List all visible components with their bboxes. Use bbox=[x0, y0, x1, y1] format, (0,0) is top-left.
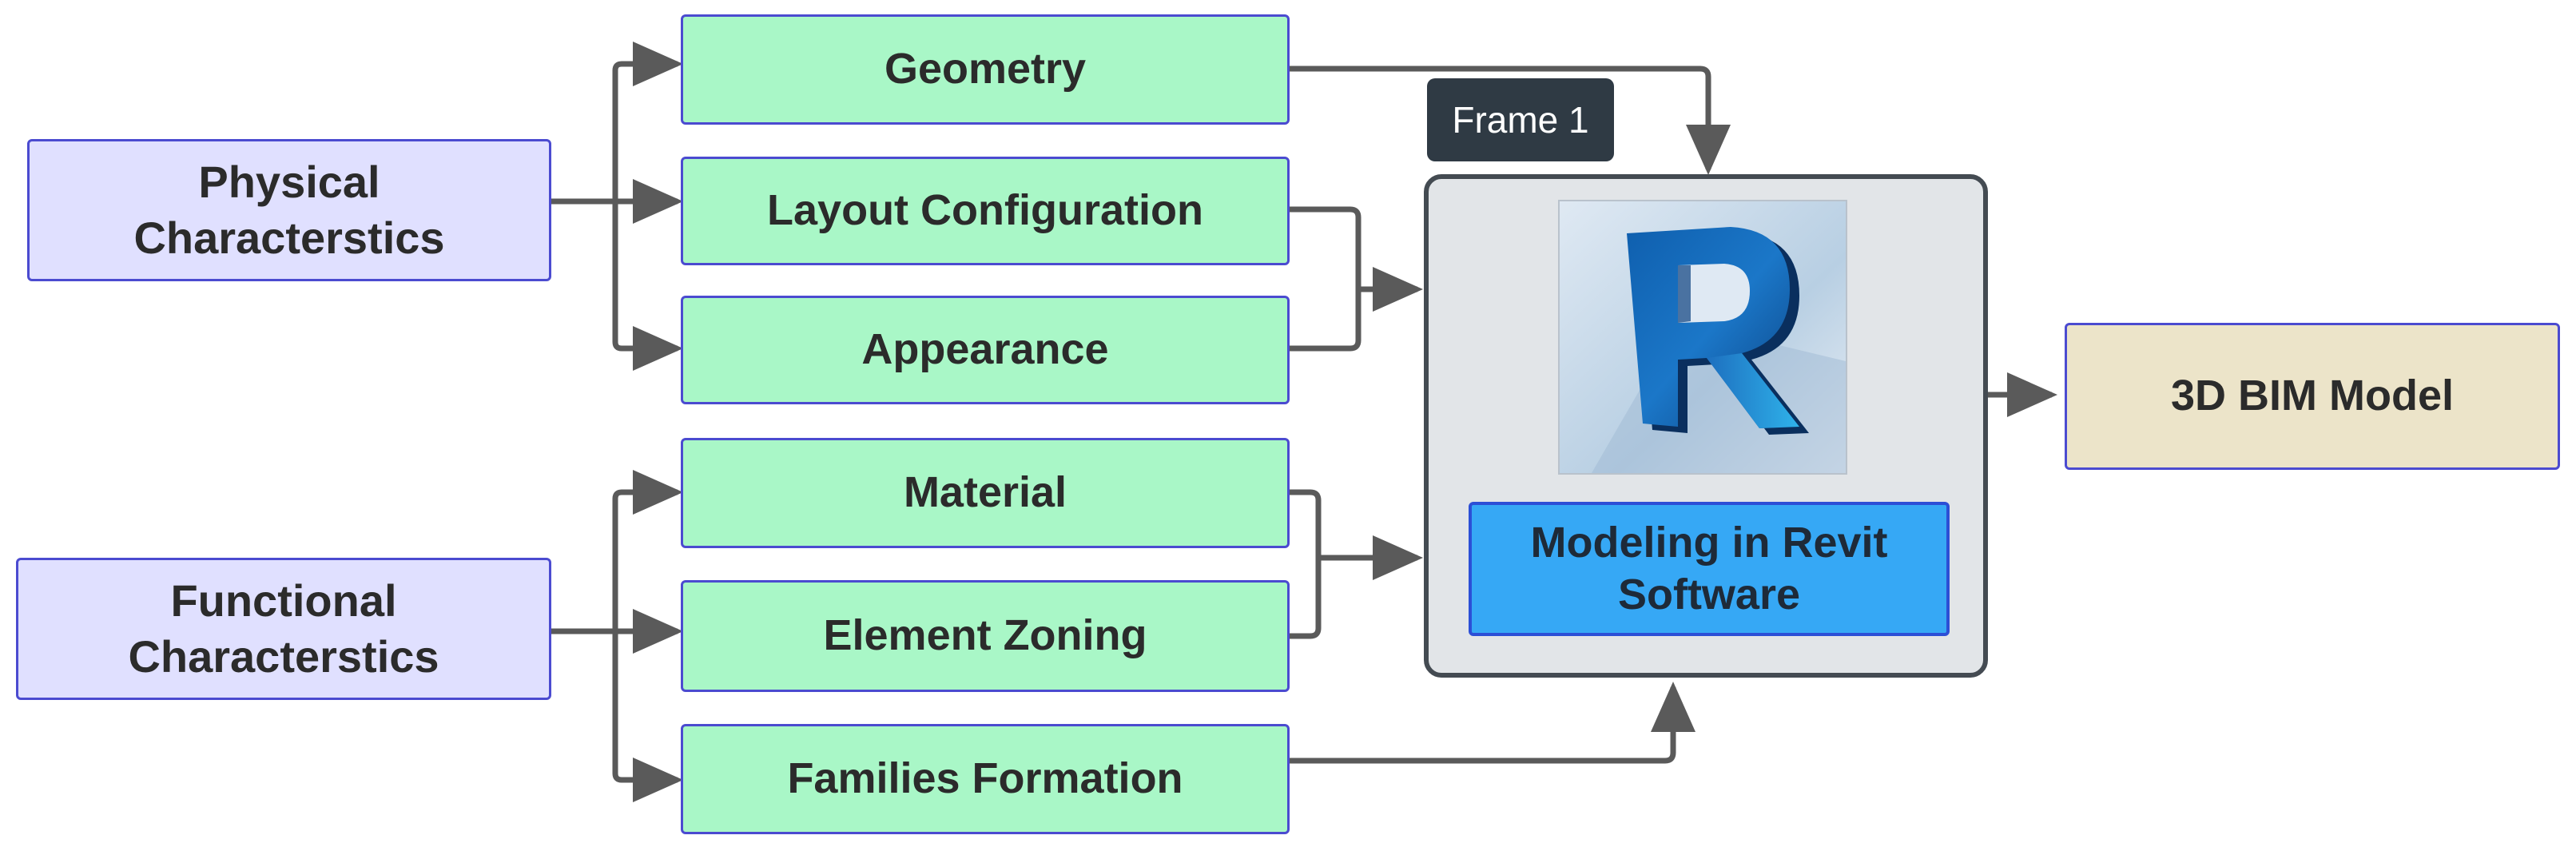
node-label: Layout Configuration bbox=[767, 186, 1203, 235]
arrow-families-frame bbox=[1290, 682, 1695, 764]
node-physical-characteristics[interactable]: Physical Characterstics bbox=[27, 139, 551, 281]
revit-modeling-label[interactable]: Modeling in Revit Software bbox=[1469, 502, 1950, 636]
arrow-functional-families bbox=[612, 631, 683, 802]
node-label: 3D BIM Model bbox=[2170, 372, 2454, 420]
node-material[interactable]: Material bbox=[681, 438, 1290, 548]
node-label: Material bbox=[903, 468, 1067, 517]
frame-tag: Frame 1 bbox=[1427, 78, 1614, 161]
node-label: Physical Characterstics bbox=[133, 157, 445, 263]
node-3d-bim-model[interactable]: 3D BIM Model bbox=[2065, 323, 2560, 470]
arrow-layout-appearance-merge bbox=[1290, 206, 1362, 352]
frame-tag-label: Frame 1 bbox=[1452, 99, 1589, 141]
node-families-formation[interactable]: Families Formation bbox=[681, 724, 1290, 834]
node-geometry[interactable]: Geometry bbox=[681, 14, 1290, 125]
revit-logo-graphic bbox=[1560, 201, 1846, 473]
node-appearance[interactable]: Appearance bbox=[681, 296, 1290, 404]
revit-label-text: Modeling in Revit Software bbox=[1530, 519, 1888, 618]
node-label: Appearance bbox=[861, 325, 1109, 374]
arrow-physical-appearance bbox=[612, 201, 683, 371]
arrow-functional-material bbox=[551, 470, 683, 634]
node-label: Families Formation bbox=[787, 754, 1183, 803]
arrow-material-zoning-merge bbox=[1290, 489, 1322, 639]
node-label: Geometry bbox=[884, 45, 1087, 93]
revit-logo-icon bbox=[1558, 200, 1847, 475]
node-layout-configuration[interactable]: Layout Configuration bbox=[681, 157, 1290, 265]
node-element-zoning[interactable]: Element Zoning bbox=[681, 580, 1290, 692]
node-functional-characteristics[interactable]: Functional Characterstics bbox=[16, 558, 551, 700]
node-label: Functional Characterstics bbox=[128, 575, 439, 682]
arrow-geometry-frame bbox=[1290, 66, 1731, 175]
node-label: Element Zoning bbox=[823, 611, 1147, 660]
arrow-physical-geometry bbox=[551, 42, 683, 205]
